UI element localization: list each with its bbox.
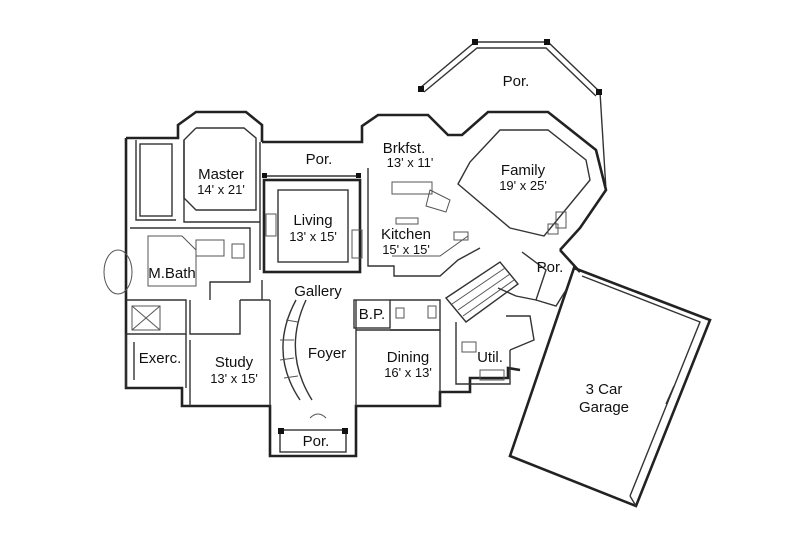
room-label-breakfast: Brkfst. [383, 140, 426, 157]
room-label-study: Study [215, 354, 254, 371]
interior-walls [189, 251, 547, 419]
room-label-porch-side: Por. [537, 259, 564, 276]
room-label-dining: Dining [387, 349, 430, 366]
room-label-garage-line1: 3 Car [586, 381, 623, 398]
room-label-family: Family [501, 162, 546, 179]
room-label-living: Living [293, 212, 332, 229]
room-size-master: 14' x 21' [197, 182, 245, 197]
room-size-study: 13' x 15' [210, 371, 258, 386]
room-label-porch-rear: Por. [503, 73, 530, 90]
room-size-breakfast: 13' x 11' [387, 155, 434, 170]
room-size-kitchen: 15' x 15' [382, 242, 430, 257]
room-label-foyer: Foyer [308, 345, 346, 362]
room-label-gallery: Gallery [294, 283, 342, 300]
living-walls [262, 178, 363, 274]
garage-walls [508, 266, 712, 508]
porch-mid-walls [262, 173, 361, 178]
room-label-garage-line2: Garage [579, 399, 629, 416]
room-label-master: Master [198, 166, 244, 183]
family-walls [457, 129, 591, 237]
room-label-porch-front: Por. [303, 433, 330, 450]
exterior-walls [124, 110, 608, 458]
kitchen-walls [367, 168, 481, 277]
room-label-utility: Util. [477, 349, 503, 366]
master-bay [183, 127, 261, 270]
room-size-dining: 16' x 13' [384, 365, 432, 380]
master-bath-walls [103, 140, 251, 388]
room-label-mbath: M.Bath [148, 265, 196, 282]
room-label-exercise: Exerc. [139, 350, 182, 367]
room-labels: Por. Brkfst. 13' x 11' Por. Family 19' x… [139, 73, 629, 450]
room-size-family: 19' x 25' [499, 178, 547, 193]
porch-rear-outline [418, 39, 607, 191]
stairs [279, 261, 520, 401]
room-label-bp: B.P. [359, 306, 385, 323]
room-label-kitchen: Kitchen [381, 226, 431, 243]
room-size-living: 13' x 15' [289, 229, 337, 244]
room-label-porch-mid: Por. [306, 151, 333, 168]
